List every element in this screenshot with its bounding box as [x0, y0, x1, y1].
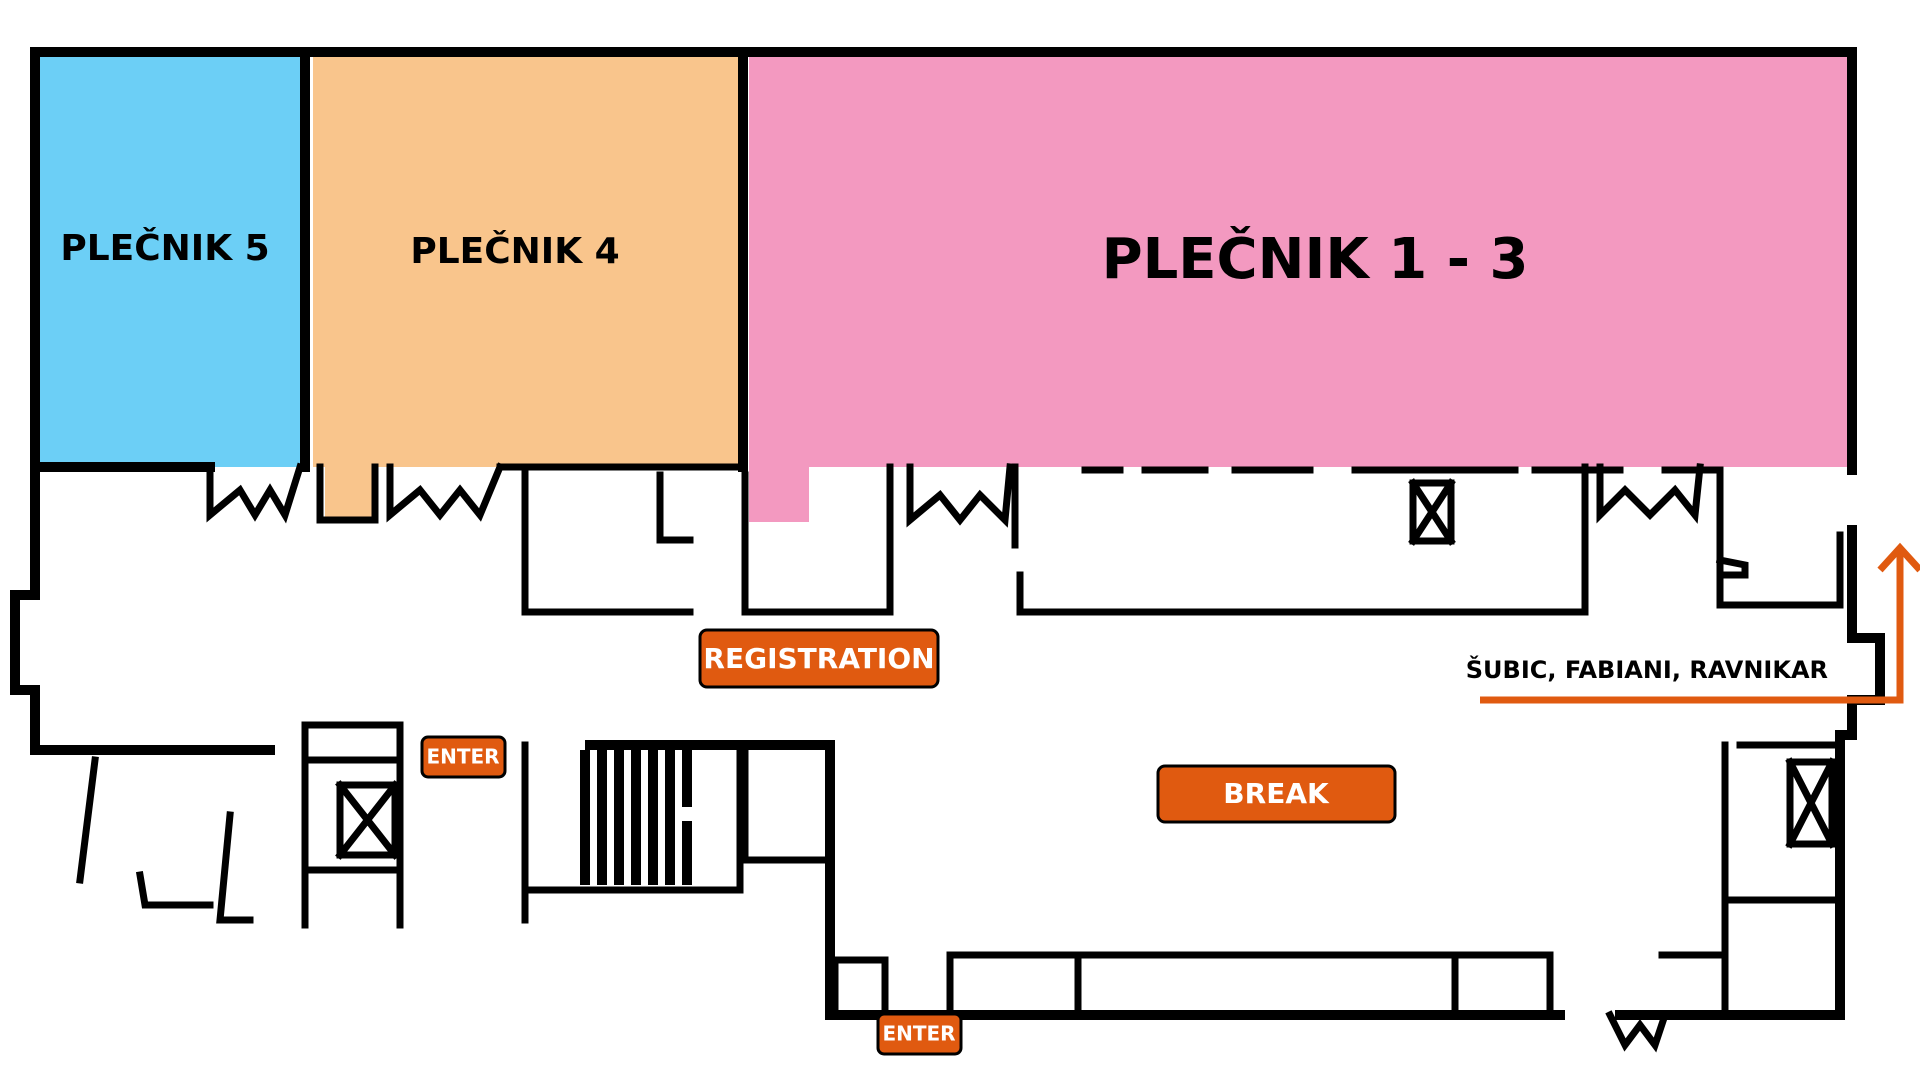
break-label: BREAK — [1223, 777, 1330, 810]
direction-label: ŠUBIC, FABIANI, RAVNIKAR — [1466, 654, 1828, 684]
room-plecnik-5[interactable] — [35, 52, 307, 467]
room-label-plecnik-5: PLEČNIK 5 — [60, 227, 269, 269]
elevator-icon — [335, 780, 400, 860]
lower-left-walls — [76, 721, 829, 929]
room-label-plecnik-1-3: PLEČNIK 1 - 3 — [1102, 227, 1529, 292]
registration-label: REGISTRATION — [703, 642, 934, 675]
room-label-plecnik-4: PLEČNIK 4 — [410, 230, 619, 272]
registration-tag[interactable]: REGISTRATION — [698, 628, 940, 689]
break-tag[interactable]: BREAK — [1156, 764, 1397, 824]
enter-tag-bottom[interactable]: ENTER — [876, 1012, 963, 1056]
enter-label-top: ENTER — [426, 745, 499, 769]
room-plecnik-1-3[interactable] — [749, 52, 1849, 467]
elevator-icon — [1408, 478, 1456, 546]
outer-walls — [10, 47, 1885, 1020]
direction-indicator[interactable]: ŠUBIC, FABIANI, RAVNIKAR — [1466, 542, 1920, 704]
room-plecnik-4-extension — [325, 467, 375, 522]
lower-right-walls — [831, 741, 1844, 1053]
enter-label-bottom: ENTER — [882, 1022, 955, 1046]
elevator-icon — [1785, 757, 1837, 849]
inner-walls — [206, 462, 1844, 616]
room-plecnik-4[interactable] — [313, 52, 743, 467]
room-plecnik-1-3-extension — [749, 467, 809, 522]
arrow-head-icon — [1877, 542, 1920, 573]
enter-tag-top[interactable]: ENTER — [420, 735, 507, 779]
arrow-up-icon — [1480, 550, 1904, 704]
stairs-icon — [580, 750, 730, 885]
